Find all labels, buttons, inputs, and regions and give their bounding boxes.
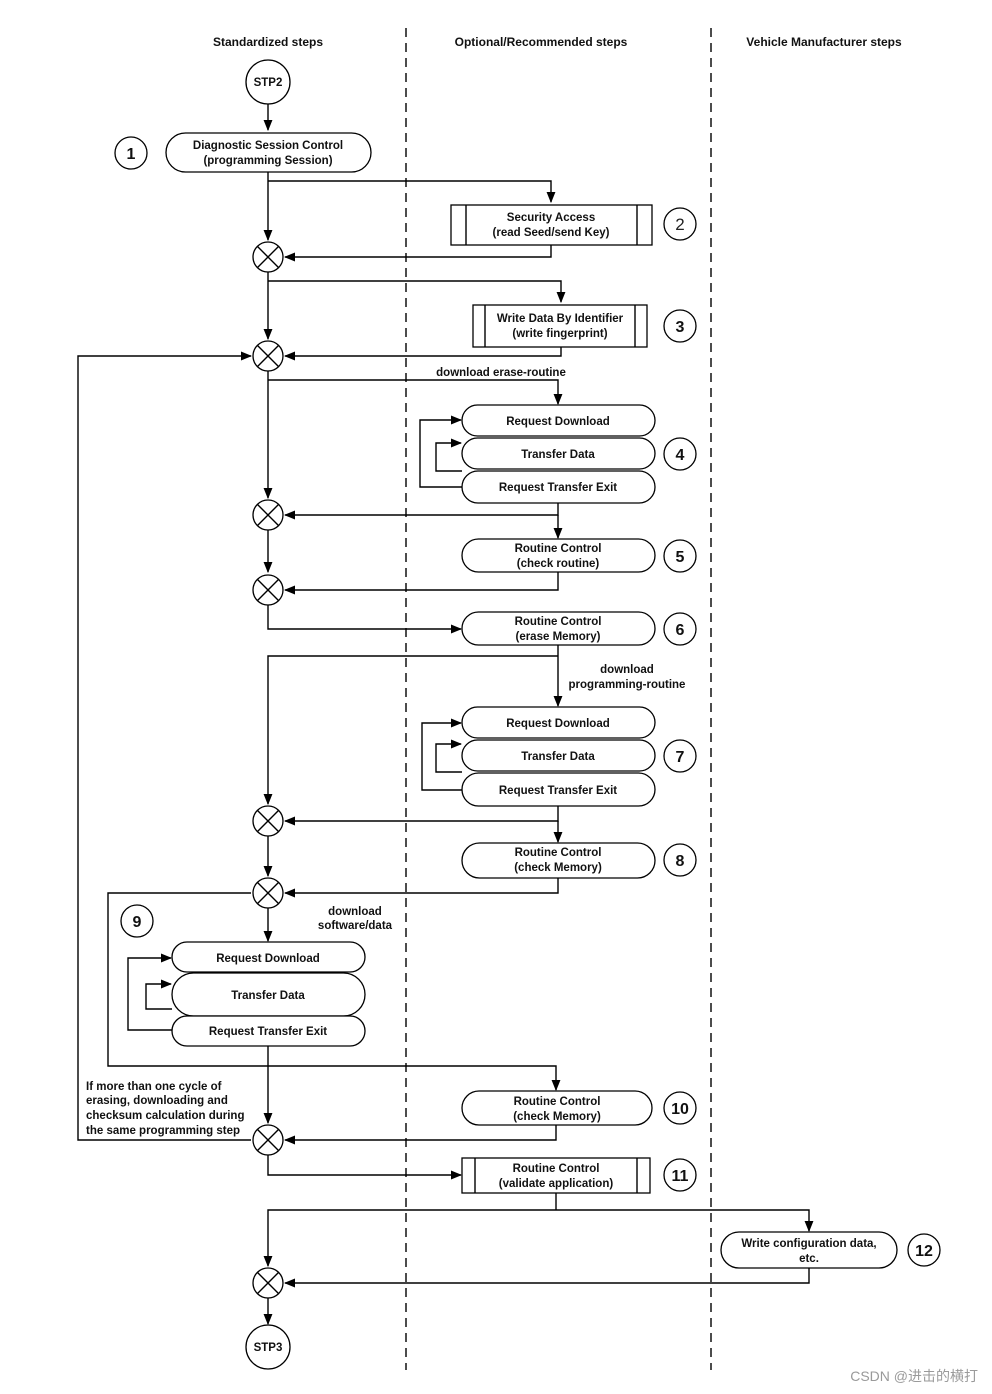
node-validate-line1: Routine Control	[513, 1163, 600, 1175]
step-badge-9: 9	[120, 904, 154, 938]
step-badge-5: 5	[663, 539, 697, 573]
annotation-download-software-line2: software/data	[318, 920, 393, 932]
node-request-download-3-label: Request Download	[216, 953, 320, 965]
step-badge-5-label: 5	[676, 549, 685, 566]
node-security-access-line2: (read Seed/send Key)	[493, 227, 610, 239]
node-validate-line2: (validate application)	[499, 1178, 614, 1190]
step-badge-10: 10	[663, 1091, 697, 1125]
step-badge-8: 8	[663, 843, 697, 877]
node-diagnostic-session-control-line2: (programming Session)	[203, 155, 332, 167]
node-check-memory-1-line2: (check Memory)	[514, 862, 602, 874]
node-request-transfer-exit-2-label: Request Transfer Exit	[499, 785, 617, 797]
node-request-download-2: Request Download	[461, 706, 656, 739]
node-write-config-line2: etc.	[799, 1253, 819, 1265]
merge-junction-3	[252, 499, 284, 531]
step-badge-1: 1	[114, 136, 148, 170]
node-transfer-data-3: Transfer Data	[171, 972, 366, 1017]
node-diagnostic-session-control: Diagnostic Session Control (programming …	[165, 132, 372, 173]
node-routine-control-check-memory-1: Routine Control (check Memory)	[461, 842, 656, 879]
watermark: CSDN @进击的横打	[850, 1368, 978, 1384]
merge-junction-8	[252, 1267, 284, 1299]
step-badge-11: 11	[663, 1158, 697, 1192]
node-request-download-1-label: Request Download	[506, 416, 610, 428]
node-transfer-data-1-label: Transfer Data	[521, 449, 595, 461]
annotation-loop-note-line1: If more than one cycle of	[86, 1081, 222, 1093]
lane-header-vehicle: Vehicle Manufacturer steps	[746, 35, 902, 49]
node-routine-control-validate-application: Routine Control (validate application)	[461, 1157, 651, 1194]
lane-header-optional: Optional/Recommended steps	[455, 35, 628, 49]
node-security-access: Security Access (read Seed/send Key)	[450, 204, 653, 246]
step-badge-2: 2	[663, 207, 697, 241]
start-terminal: STP2	[245, 59, 291, 105]
step-badge-6-label: 6	[676, 622, 685, 639]
node-routine-control-check-routine: Routine Control (check routine)	[461, 538, 656, 573]
node-request-transfer-exit-1-label: Request Transfer Exit	[499, 482, 617, 494]
step-badge-8-label: 8	[676, 853, 685, 870]
step-badge-2-label: 2	[675, 215, 684, 234]
start-terminal-label: STP2	[254, 77, 283, 89]
node-transfer-data-1: Transfer Data	[461, 437, 656, 470]
node-erase-memory-line2: (erase Memory)	[515, 631, 600, 643]
node-erase-memory-line1: Routine Control	[515, 616, 602, 628]
node-request-transfer-exit-1: Request Transfer Exit	[461, 470, 656, 504]
annotation-download-programming-line1: download	[600, 664, 654, 676]
node-write-config-line1: Write configuration data,	[741, 1238, 876, 1250]
merge-junction-1	[252, 241, 284, 273]
step-badge-3: 3	[663, 309, 697, 343]
step-badge-12: 12	[907, 1233, 941, 1267]
step-badge-7: 7	[663, 739, 697, 773]
step-badge-9-label: 9	[133, 914, 142, 931]
annotation-download-software-line1: download	[328, 906, 382, 918]
lane-header-standardized: Standardized steps	[213, 35, 323, 49]
step-badge-3-label: 3	[676, 319, 685, 336]
node-security-access-line1: Security Access	[507, 212, 595, 224]
merge-junction-4	[252, 574, 284, 606]
node-write-data-line2: (write fingerprint)	[512, 328, 607, 340]
step-badge-4-label: 4	[676, 447, 685, 464]
end-terminal: STP3	[245, 1324, 291, 1370]
node-request-transfer-exit-2: Request Transfer Exit	[461, 772, 656, 807]
node-write-data-by-identifier: Write Data By Identifier (write fingerpr…	[472, 304, 648, 348]
node-write-configuration-data: Write configuration data, etc.	[720, 1231, 898, 1269]
node-transfer-data-2: Transfer Data	[461, 739, 656, 772]
node-request-transfer-exit-3-label: Request Transfer Exit	[209, 1026, 327, 1038]
step-badge-1-label: 1	[127, 146, 136, 163]
step-badge-11-label: 11	[672, 1168, 689, 1185]
end-terminal-label: STP3	[254, 1342, 283, 1354]
node-request-download-2-label: Request Download	[506, 718, 610, 730]
step-badge-10-label: 10	[671, 1101, 689, 1118]
node-request-transfer-exit-3: Request Transfer Exit	[171, 1015, 366, 1047]
node-check-routine-line2: (check routine)	[517, 558, 600, 570]
step-badge-4: 4	[663, 437, 697, 471]
annotation-loop-note-line2: erasing, downloading and	[86, 1095, 228, 1107]
merge-junction-6	[252, 877, 284, 909]
node-check-memory-2-line2: (check Memory)	[513, 1111, 601, 1123]
merge-junction-2	[252, 340, 284, 372]
node-transfer-data-2-label: Transfer Data	[521, 751, 595, 763]
annotation-download-erase-routine: download erase-routine	[436, 367, 566, 379]
node-request-download-1: Request Download	[461, 404, 656, 437]
node-routine-control-erase-memory: Routine Control (erase Memory)	[461, 611, 656, 646]
node-transfer-data-3-label: Transfer Data	[231, 990, 305, 1002]
merge-junction-7	[252, 1124, 284, 1156]
annotation-loop-note-line4: the same programming step	[86, 1125, 240, 1137]
step-badge-7-label: 7	[676, 749, 685, 766]
node-check-routine-line1: Routine Control	[515, 543, 602, 555]
node-diagnostic-session-control-line1: Diagnostic Session Control	[193, 140, 343, 152]
merge-junction-5	[252, 805, 284, 837]
step-badge-6: 6	[663, 612, 697, 646]
step-badge-12-label: 12	[915, 1243, 933, 1260]
node-check-memory-1-line1: Routine Control	[515, 847, 602, 859]
node-routine-control-check-memory-2: Routine Control (check Memory)	[461, 1090, 653, 1126]
annotation-download-programming-line2: programming-routine	[569, 679, 686, 691]
node-check-memory-2-line1: Routine Control	[514, 1096, 601, 1108]
annotation-loop-note-line3: checksum calculation during	[86, 1110, 244, 1122]
node-write-data-line1: Write Data By Identifier	[497, 313, 624, 325]
node-request-download-3: Request Download	[171, 941, 366, 973]
